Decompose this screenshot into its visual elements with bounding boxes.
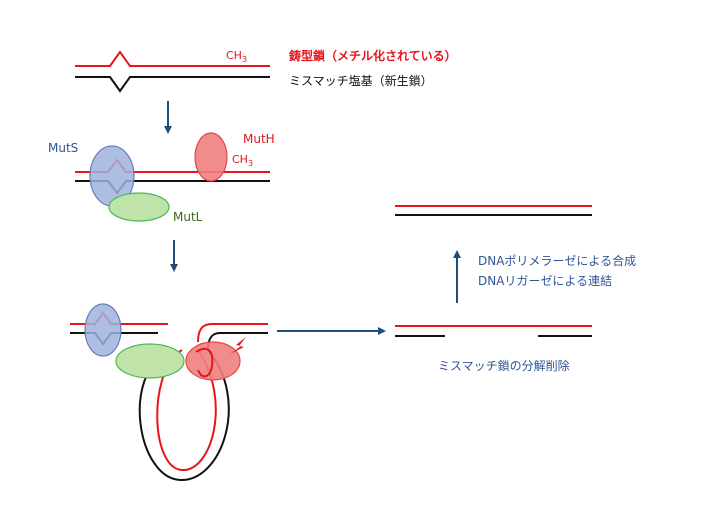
new-strand xyxy=(75,76,270,93)
mutl-label: MutL xyxy=(173,210,203,224)
ligase-label: DNAリガーゼによる連結 xyxy=(478,274,612,288)
excision-strand xyxy=(195,347,214,378)
template-strand xyxy=(197,323,268,343)
methyl-label: CH3 xyxy=(232,153,253,168)
muts-protein xyxy=(84,303,122,357)
new-strand-loop xyxy=(138,349,230,482)
muth-protein xyxy=(194,132,228,182)
degradation-label: ミスマッチ鎖の分解削除 xyxy=(438,358,570,373)
cleavage-bolt-icon xyxy=(230,337,246,354)
stage-3-loop xyxy=(70,303,268,482)
template-strand-label: 鋳型鎖（メチル化されている） xyxy=(289,48,457,63)
template-strand-loop xyxy=(156,349,217,472)
mutl-protein xyxy=(108,192,170,222)
stage-5-repaired xyxy=(395,205,592,216)
muth-label: MutH xyxy=(243,132,275,146)
mutl-protein xyxy=(115,343,185,379)
stage-1-dna: CH3 鋳型鎖（メチル化されている） ミスマッチ塩基（新生鎖） xyxy=(75,48,457,93)
stage-4-degraded: ミスマッチ鎖の分解削除 xyxy=(395,325,592,373)
methyl-label: CH3 xyxy=(226,49,247,64)
muts-label: MutS xyxy=(48,141,78,155)
template-strand xyxy=(75,50,270,67)
polymerase-label: DNAポリメラーゼによる合成 xyxy=(478,253,636,268)
stage-2-binding: MutS MutH CH3 MutL xyxy=(48,132,275,224)
mismatch-base-label: ミスマッチ塩基（新生鎖） xyxy=(289,73,433,88)
